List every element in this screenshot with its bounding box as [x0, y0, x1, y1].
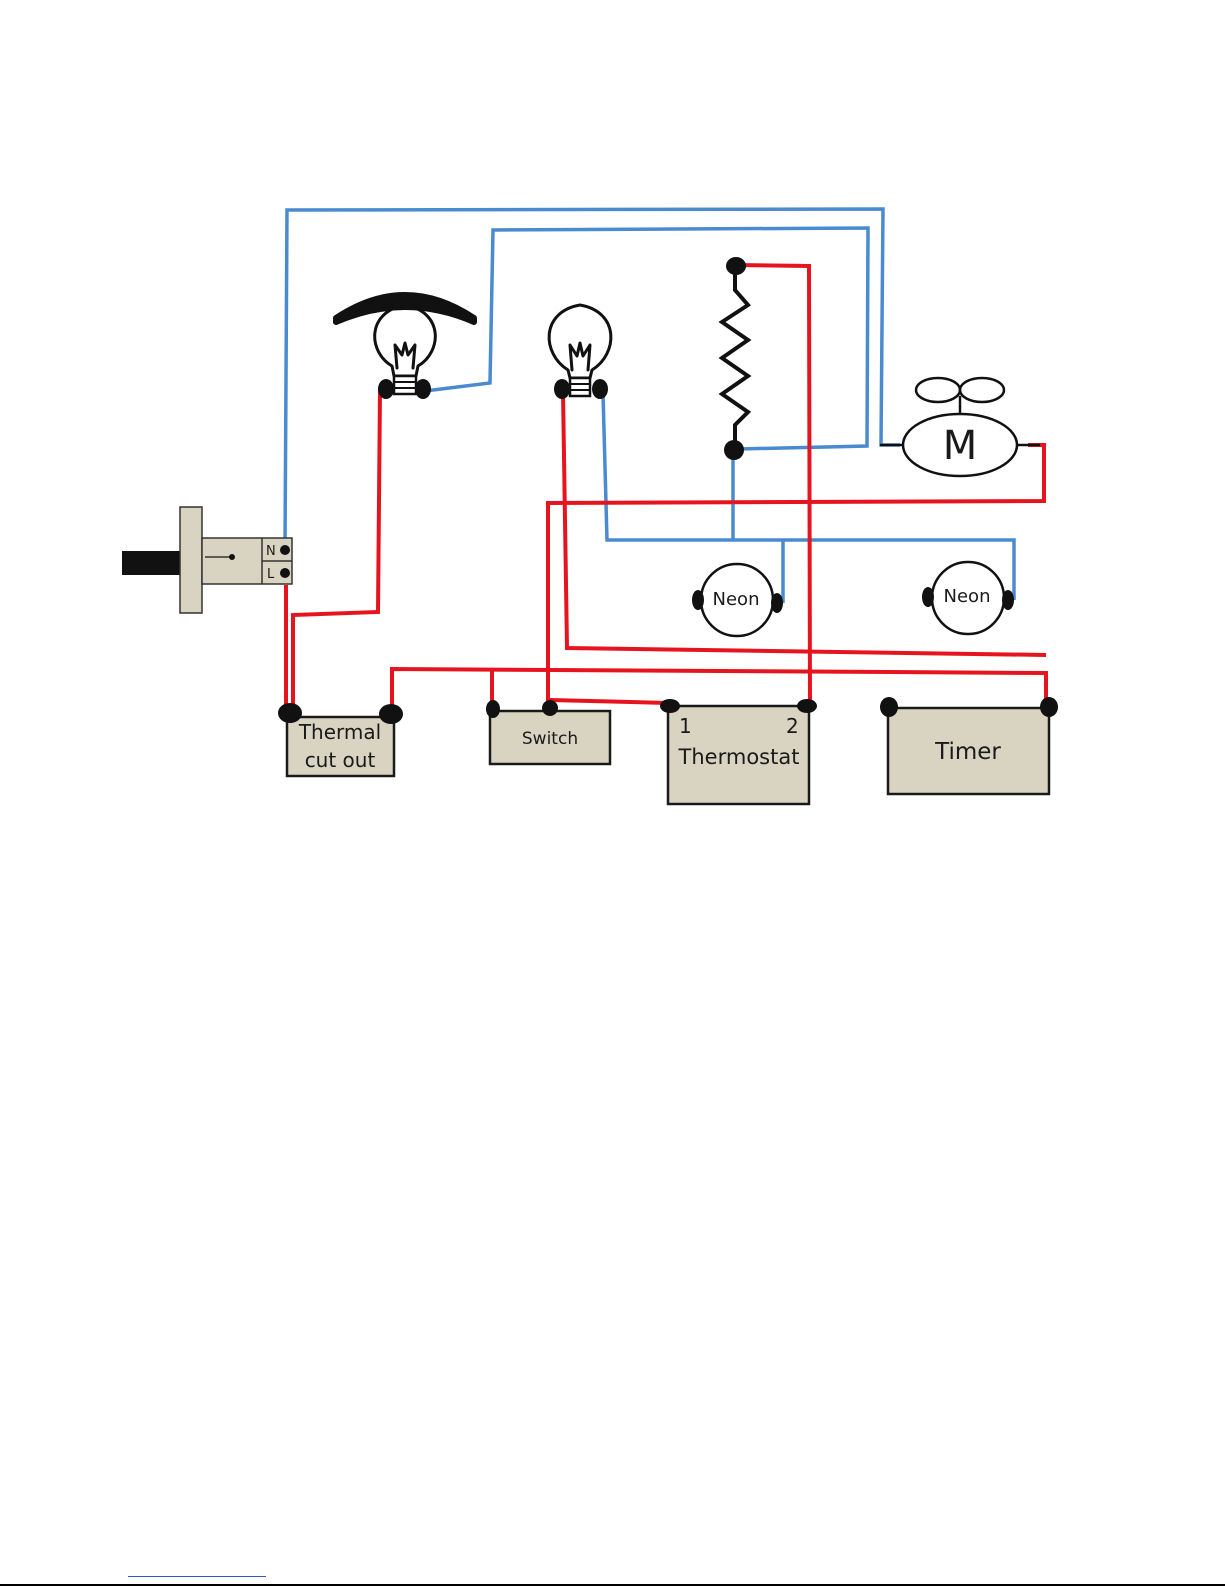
element-terminal-bottom — [724, 440, 744, 460]
grill-lamp-terminal-neutral — [415, 379, 431, 399]
neon-2-terminal-right — [1002, 590, 1014, 610]
switch-terminal-left — [486, 700, 500, 718]
switch: Switch — [486, 700, 610, 764]
neon-2-label: Neon — [944, 586, 991, 607]
neon-1-label: Neon — [713, 589, 760, 610]
thermal-cutout-label-line1: Thermal — [298, 720, 381, 744]
oven-lamp-terminal-neutral — [592, 379, 608, 399]
timer-terminal-left — [880, 697, 898, 717]
motor-label: M — [943, 423, 978, 469]
oven-lamp — [549, 305, 611, 399]
outlet-cable — [122, 551, 182, 575]
thermostat-terminal-1 — [660, 699, 680, 713]
neon-1-terminal-right — [771, 593, 783, 613]
grill-bulb-icon — [375, 305, 436, 376]
thermal-cutout: Thermal cut out — [278, 703, 403, 776]
grill-reflector-icon — [336, 295, 474, 322]
outlet-live-label: L — [267, 567, 275, 582]
neutral-wire-grill-lamp — [425, 228, 868, 449]
neutral-wires — [285, 209, 1014, 603]
timer-terminal-right — [1040, 697, 1058, 717]
thermostat: 1 2 Thermostat — [660, 699, 817, 804]
resistor-icon — [722, 268, 748, 448]
grill-lamp-terminal-live — [378, 379, 394, 399]
oven-bulb-icon — [549, 305, 611, 378]
fan-motor: M — [880, 378, 1040, 476]
power-outlet: N L — [122, 507, 292, 613]
timer-label: Timer — [934, 739, 1001, 765]
live-wire-grill-lamp — [293, 390, 380, 713]
outlet-neutral-terminal — [280, 545, 290, 555]
thermal-cutout-label-line2: cut out — [305, 748, 376, 772]
neon-1-terminal-left — [692, 590, 704, 610]
neon-indicator-1: Neon — [692, 564, 783, 636]
thermal-cutout-terminal-right — [379, 704, 403, 724]
outlet-flange — [180, 507, 202, 613]
neon-2-terminal-left — [922, 587, 934, 607]
heating-element — [722, 257, 748, 460]
fan-blade-left-icon — [916, 378, 960, 402]
footer-link-underline[interactable] — [128, 1576, 266, 1577]
live-wires — [286, 265, 1046, 713]
timer: Timer — [880, 697, 1058, 794]
switch-label: Switch — [522, 729, 578, 749]
fan-blade-right-icon — [960, 378, 1004, 402]
live-wire-switch-to-thermostat — [550, 700, 668, 703]
outlet-neutral-label: N — [266, 544, 276, 559]
switch-terminal-right — [542, 700, 558, 716]
outlet-live-terminal — [280, 568, 290, 578]
thermostat-label: Thermostat — [678, 745, 800, 769]
oven-lamp-terminal-live — [554, 379, 570, 399]
thermal-cutout-terminal-left — [278, 703, 302, 723]
neon-indicator-2: Neon — [922, 562, 1014, 634]
live-wire-element-to-thermostat — [736, 265, 810, 709]
thermostat-terminal-2 — [797, 699, 817, 713]
thermostat-terminal-1-label: 1 — [679, 714, 692, 738]
thermostat-terminal-2-label: 2 — [786, 714, 799, 738]
grill-lamp — [336, 295, 474, 399]
element-terminal-top — [726, 257, 746, 275]
